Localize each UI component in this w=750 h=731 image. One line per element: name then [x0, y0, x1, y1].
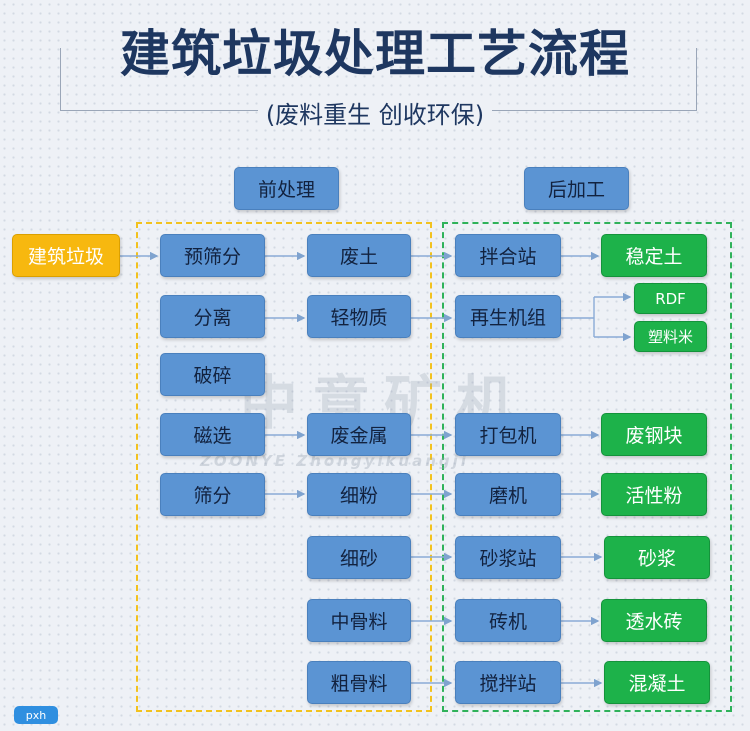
- header-pre-processing: 前处理: [234, 167, 339, 210]
- product-concrete: 混凝土: [604, 661, 710, 704]
- node-fine-sand: 细砂: [307, 536, 411, 579]
- node-mortar-station: 砂浆站: [455, 536, 561, 579]
- node-concrete-station: 搅拌站: [455, 661, 561, 704]
- subtitle-text: (废料重生 创收环保): [257, 101, 493, 129]
- product-rdf: RDF: [634, 283, 707, 314]
- node-coarse-aggregate: 粗骨料: [307, 661, 411, 704]
- node-light-material: 轻物质: [307, 295, 411, 338]
- product-steel-block: 废钢块: [601, 413, 707, 456]
- watermark-text: ZOONYE Zhongyikuangji: [200, 452, 469, 470]
- node-separate: 分离: [160, 295, 265, 338]
- pre-processing-region: [136, 222, 432, 712]
- node-recycling-unit: 再生机组: [455, 295, 561, 338]
- node-crush: 破碎: [160, 353, 265, 396]
- node-baler: 打包机: [455, 413, 561, 456]
- product-active-powder: 活性粉: [601, 473, 707, 516]
- node-waste-soil: 废土: [307, 234, 411, 277]
- post-processing-region: [442, 222, 732, 712]
- node-prescreen: 预筛分: [160, 234, 265, 277]
- node-waste-metal: 废金属: [307, 413, 411, 456]
- product-plastic-pellets: 塑料米: [634, 321, 707, 352]
- product-stabilized-soil: 稳定土: [601, 234, 707, 277]
- node-mill: 磨机: [455, 473, 561, 516]
- page-subtitle: (废料重生 创收环保): [0, 95, 750, 130]
- node-mixing-station: 拌合站: [455, 234, 561, 277]
- header-post-processing: 后加工: [524, 167, 629, 210]
- product-permeable-brick: 透水砖: [601, 599, 707, 642]
- node-medium-aggregate: 中骨料: [307, 599, 411, 642]
- source-node: 建筑垃圾: [12, 234, 120, 277]
- product-mortar: 砂浆: [604, 536, 710, 579]
- page-title: 建筑垃圾处理工艺流程: [120, 25, 630, 83]
- node-screen: 筛分: [160, 473, 265, 516]
- node-fine-powder: 细粉: [307, 473, 411, 516]
- node-brick-machine: 砖机: [455, 599, 561, 642]
- node-magnetic: 磁选: [160, 413, 265, 456]
- pxh-badge: pxh: [14, 706, 58, 724]
